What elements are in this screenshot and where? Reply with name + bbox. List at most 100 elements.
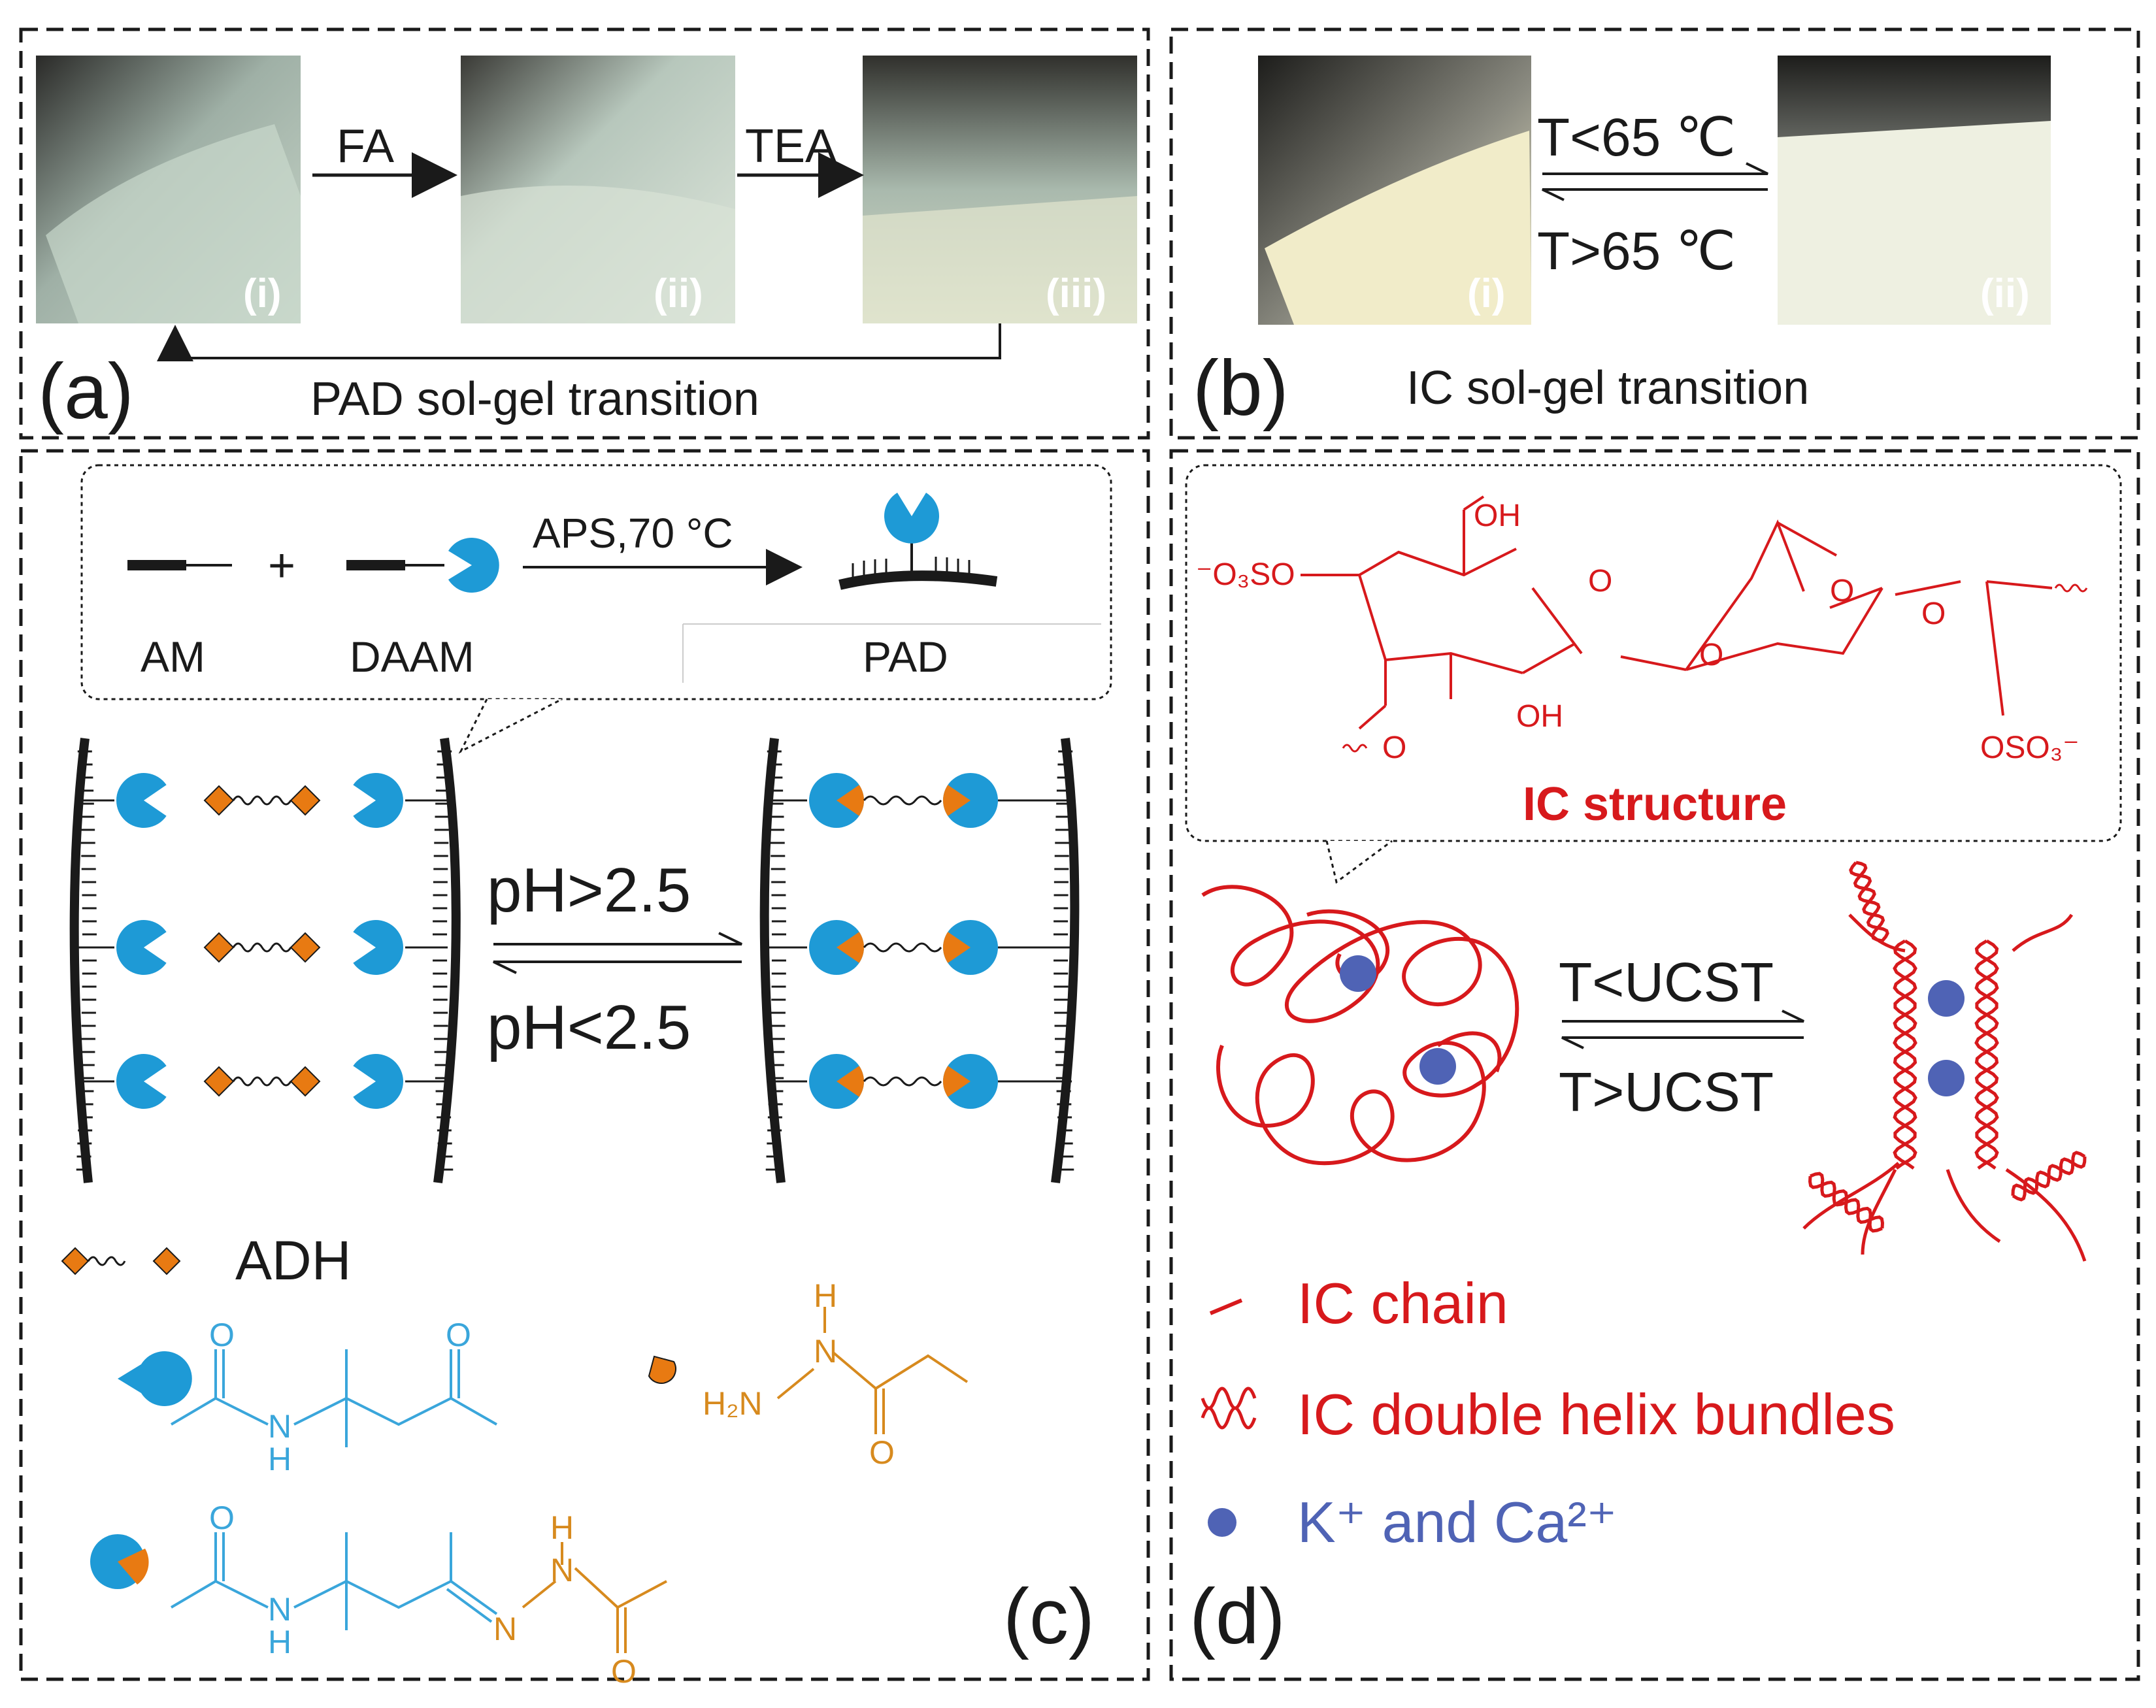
adh-o: O <box>869 1434 895 1471</box>
photo-a-iii: (iii) <box>863 56 1137 323</box>
daam-group-icon <box>353 773 403 829</box>
photo-b-ii: (ii) <box>1778 56 2051 325</box>
adh-legend-label: ADH <box>235 1230 351 1291</box>
bound-adh-wedge <box>837 1066 864 1097</box>
daam-group-icon <box>353 1053 403 1109</box>
ic-structure-title: IC structure <box>1523 778 1787 830</box>
adh-n: N <box>814 1333 837 1370</box>
adh-structure <box>776 1307 969 1434</box>
ic-structure-callout <box>1185 464 2122 842</box>
hydrazone-h: H <box>268 1624 291 1660</box>
daam-structure <box>170 1349 497 1447</box>
panel-d: OH ⁻O₃SO O O OH O O O OSO₃⁻ IC structure… <box>1185 464 2122 1660</box>
adh-linker <box>232 942 292 953</box>
daam-legend-icon <box>118 1351 192 1406</box>
ic-chem-oh-top: OH <box>1474 499 1521 533</box>
panel-d-label: (d) <box>1189 1573 1285 1660</box>
hydrazone-n-2: N <box>493 1611 517 1647</box>
ion-dot-2 <box>1419 1048 1456 1085</box>
ic-callout-tail <box>1325 840 1393 884</box>
helix-tuft <box>2011 1156 2087 1196</box>
bound-adh-wedge <box>837 932 864 963</box>
hydrazone-n-3: N <box>550 1552 574 1588</box>
daam-group-icon <box>116 773 167 829</box>
am-label: AM <box>141 632 205 681</box>
cond-d-bottom: T>UCST <box>1559 1061 1774 1123</box>
legend-ion-label: K⁺ and Ca²⁺ <box>1297 1490 1617 1554</box>
ic-wavy-end-right <box>2054 583 2088 593</box>
reaction-conditions: APS,70 °C <box>533 510 733 557</box>
legend-helix-label: IC double helix bundles <box>1297 1382 1895 1447</box>
backbone-left-2 <box>759 738 786 1183</box>
photo-b-i: (i) <box>1258 56 1531 325</box>
ic-random-coil <box>1201 885 1519 1166</box>
adh-linker <box>863 942 942 953</box>
panel-c: AM + DAAM APS,70 °C PAD <box>61 464 1112 1690</box>
panel-a: (i) (ii) (iii) FA TEA (a) PAD sol-gel tr… <box>36 56 1137 435</box>
helix-tuft <box>1853 861 1885 943</box>
ic-chem-o-link: O <box>1699 638 1723 672</box>
legend-chain-label: IC chain <box>1297 1271 1508 1336</box>
hydrazone-o-1: O <box>209 1500 235 1536</box>
adh-group-icon <box>290 1066 321 1097</box>
reaction-callout <box>80 464 1112 700</box>
ion-dot-3 <box>1928 980 1965 1017</box>
adh-group-icon <box>203 1066 235 1097</box>
legend-chain-icon <box>1209 1298 1243 1315</box>
legend-ion-icon <box>1208 1508 1236 1537</box>
helix-strand <box>1893 939 1917 1170</box>
adh-group-icon <box>203 785 235 816</box>
ion-dot-4 <box>1928 1060 1965 1096</box>
backbone-left-1 <box>69 738 93 1183</box>
network-bonded <box>759 738 1080 1183</box>
hydrazone-structure <box>170 1532 667 1653</box>
adh-linker <box>232 795 292 806</box>
daam-n: N <box>268 1408 291 1445</box>
return-arrow <box>157 323 1001 361</box>
photo-label-a-ii: (ii) <box>654 271 703 316</box>
cond-c-top: pH>2.5 <box>487 855 691 925</box>
legend-helix-icon <box>1201 1387 1257 1430</box>
panel-b: (i) (ii) T<65 ℃ T>65 ℃ (b) IC sol-gel tr… <box>1193 56 2051 432</box>
adh-h2n: H₂N <box>703 1385 763 1422</box>
daam-group-icon <box>116 920 167 975</box>
cond-b-bottom: T>65 ℃ <box>1537 222 1736 281</box>
equilibrium-arrows-d <box>1561 1010 1804 1049</box>
ic-chem-o3so: ⁻O₃SO <box>1196 557 1295 592</box>
photo-label-b-ii: (ii) <box>1980 271 2030 316</box>
panel-frames <box>19 27 2140 1681</box>
photo-a-i: (i) <box>36 56 301 323</box>
adh-linker <box>863 795 942 806</box>
hydrazone-h-2: H <box>550 1509 574 1546</box>
adh-group-icon <box>203 932 235 963</box>
arrow-tea-label: TEA <box>745 120 837 172</box>
panel-c-frame <box>19 449 1150 1681</box>
daam-group-icon <box>116 1053 167 1109</box>
adh-half-icon <box>648 1355 676 1384</box>
panel-a-caption: PAD sol-gel transition <box>310 373 759 425</box>
backbone-right-2 <box>1051 738 1080 1183</box>
cond-d-top: T<UCST <box>1559 951 1774 1013</box>
ic-chem-o-left: O <box>1382 731 1406 765</box>
backbone-right-1 <box>433 738 461 1183</box>
photo-label-a-iii: (iii) <box>1046 271 1106 316</box>
ic-chem-o-bridge2: O <box>1921 597 1946 631</box>
ic-chem-oso3: OSO₃⁻ <box>1980 731 2080 765</box>
bound-adh-wedge <box>943 785 970 816</box>
ic-chem-o-bridge1: O <box>1830 574 1854 608</box>
panel-b-caption: IC sol-gel transition <box>1406 362 1809 414</box>
daam-group-icon <box>353 920 403 975</box>
ic-chem-structure <box>1301 495 2053 730</box>
cond-b-top: T<65 ℃ <box>1537 108 1736 167</box>
callout-tail <box>458 698 563 754</box>
adh-legend-icon <box>61 1247 181 1275</box>
cond-c-bottom: pH<2.5 <box>487 993 691 1062</box>
daam-h: H <box>268 1441 291 1477</box>
ic-chem-oh-mid: OH <box>1516 699 1563 734</box>
bound-adh-wedge <box>943 1066 970 1097</box>
adh-linker <box>863 1076 942 1087</box>
hydrazone-n: N <box>268 1591 291 1628</box>
pad-polymer-icon <box>838 493 998 590</box>
helix-strand <box>1974 939 1999 1170</box>
